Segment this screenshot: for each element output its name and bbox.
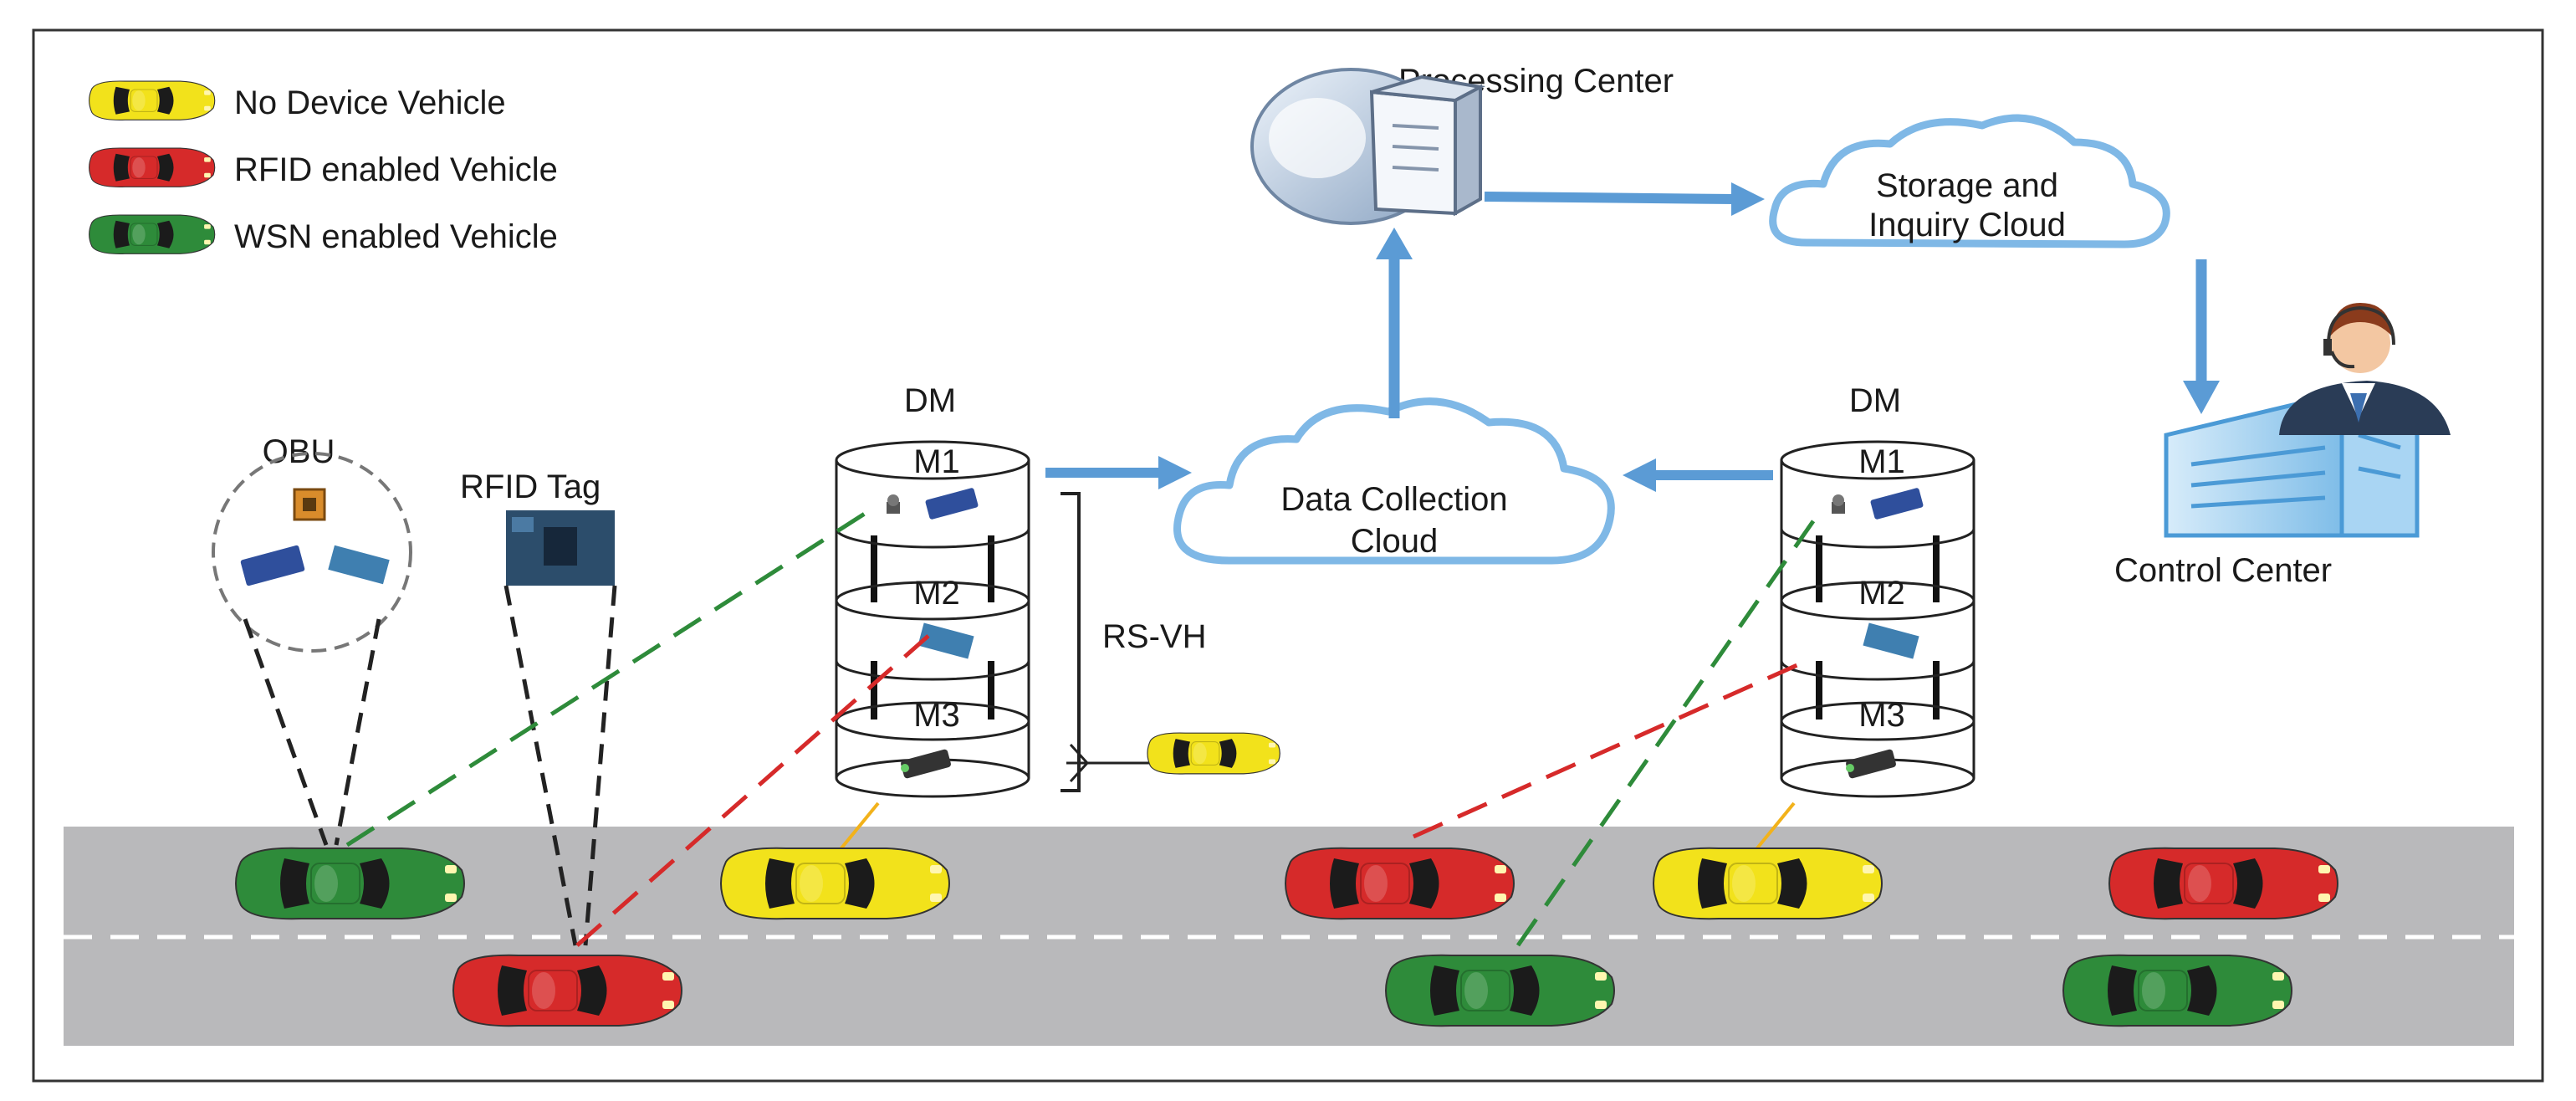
wireless-links [345, 508, 1817, 947]
dm-right-m1-label: M1 [1858, 443, 1905, 480]
dm-left-m1-label: M1 [913, 443, 960, 480]
arrow-dm-left-to-data-cloud [1045, 456, 1192, 489]
processing-center: Processing Center [1250, 63, 1674, 225]
dm-right-m2-label: M2 [1858, 575, 1905, 612]
chip-icon [1863, 622, 1919, 659]
data-collection-cloud: Data Collection Cloud [1173, 397, 1615, 565]
car-wsn [1385, 954, 1615, 1027]
car-no-device [720, 847, 950, 920]
dm-left-m3-label: M3 [913, 697, 960, 734]
vehicles [235, 732, 2338, 1027]
dm-left: DM M1 M2 M3 [835, 382, 1030, 798]
car-no-device [1147, 732, 1280, 775]
storage-cloud-label-1: Storage and [1876, 167, 2058, 204]
dm-right-m3-label: M3 [1858, 697, 1905, 734]
obu: OBU [212, 433, 412, 846]
wsn-link-right [1515, 517, 1817, 947]
wsn-link-left [345, 508, 871, 848]
legend-label-no-device: No Device Vehicle [234, 84, 506, 121]
arrow-dm-right-to-data-cloud [1623, 458, 1773, 492]
legend-item-no-device: No Device Vehicle [89, 80, 506, 121]
dm-left-m2-label: M2 [913, 575, 960, 612]
car-no-device [1653, 847, 1883, 920]
control-center: Control Center [2114, 303, 2451, 589]
module-icon [901, 749, 951, 779]
obu-label: OBU [263, 433, 335, 470]
car-rfid [452, 954, 682, 1027]
storage-cloud-label-2: Inquiry Cloud [1868, 207, 2066, 243]
legend: No Device Vehicle RFID enabled Vehicle W… [89, 80, 558, 255]
operator-building-icon [2164, 303, 2451, 538]
rfid-tag-label: RFID Tag [460, 469, 601, 505]
sensor-icon [1832, 488, 1924, 520]
chip-icon [293, 488, 326, 521]
dm-right: DM M1 M2 M3 [1780, 382, 1975, 798]
chip-icon [917, 622, 974, 659]
rfid-link-left [575, 634, 930, 947]
rfid-tag: RFID Tag [460, 469, 617, 946]
car-wsn [2062, 954, 2292, 1027]
legend-label-wsn: WSN enabled Vehicle [234, 218, 558, 255]
wsn-board-icon [240, 545, 390, 586]
arrow-data-cloud-to-processing [1376, 228, 1413, 418]
control-center-label: Control Center [2114, 552, 2332, 589]
data-cloud-label-1: Data Collection [1280, 481, 1507, 518]
arrow-storage-to-control [2183, 259, 2220, 414]
legend-label-rfid: RFID enabled Vehicle [234, 151, 558, 188]
legend-item-rfid: RFID enabled Vehicle [89, 147, 558, 188]
server-icon [1250, 68, 1486, 225]
data-cloud-label-2: Cloud [1351, 523, 1439, 560]
dm-right-label: DM [1849, 382, 1901, 419]
legend-item-wsn: WSN enabled Vehicle [89, 214, 558, 255]
cloud-icon [1769, 114, 2170, 248]
car-rfid [2108, 847, 2338, 920]
arrow-processing-to-storage [1484, 182, 1765, 216]
car-rfid [1285, 847, 1515, 920]
rfid-tag-icon [506, 510, 615, 586]
car-wsn [235, 847, 465, 920]
rfid-link-right [1412, 658, 1808, 839]
storage-inquiry-cloud: Storage and Inquiry Cloud [1769, 114, 2170, 248]
rs-vh-label: RS-VH [1102, 618, 1206, 655]
module-icon [1846, 749, 1896, 779]
outer-frame [32, 28, 2544, 1083]
flow-arrows [1045, 182, 2220, 492]
no-device-link-right [1755, 801, 1796, 851]
sensor-icon [887, 488, 979, 520]
dm-left-label: DM [904, 382, 956, 419]
rs-vh-bracket: RS-VH [1061, 492, 1206, 792]
no-device-link-left [839, 801, 880, 851]
